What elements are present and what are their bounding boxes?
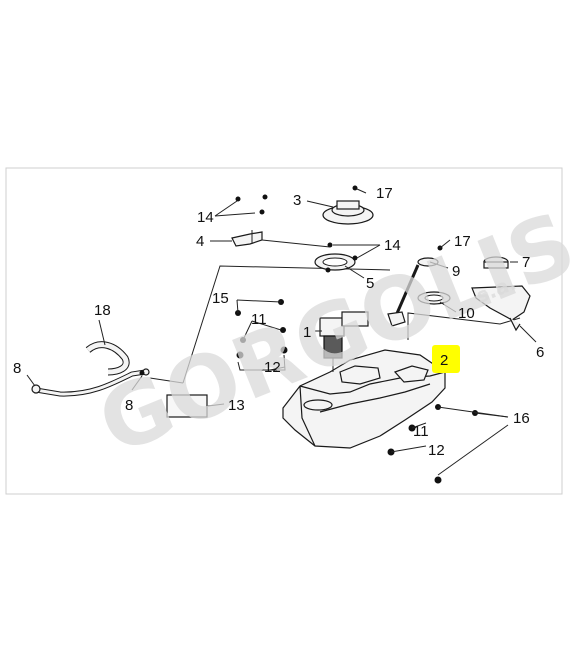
callout-10[interactable]: 10	[458, 305, 475, 322]
fuel-hose[interactable]	[85, 341, 130, 376]
callout-2[interactable]: 2	[440, 352, 448, 369]
fuel-cap[interactable]	[322, 200, 374, 225]
callout-1[interactable]: 1	[303, 324, 311, 341]
filler-cap[interactable]	[483, 256, 509, 269]
callout-16[interactable]: 17	[454, 233, 471, 250]
drain-tray[interactable]	[471, 285, 531, 332]
callout-6[interactable]: 6	[536, 344, 544, 361]
fasteners-right	[387, 404, 478, 484]
callout-14-right[interactable]: 14	[384, 237, 401, 254]
callout-14-left[interactable]: 14	[197, 209, 214, 226]
callout-9[interactable]: 9	[452, 263, 460, 280]
fuel-level-sender[interactable]	[387, 257, 439, 327]
callout-17-left[interactable]: 15	[212, 290, 229, 307]
callout-11-right[interactable]: 11	[413, 423, 429, 440]
callout-labels: 17 3 14 4 14 17 9 7 5 10 18 15 11 1 6 2 …	[13, 185, 544, 459]
callout-13[interactable]: 13	[228, 397, 245, 414]
label-plate[interactable]	[166, 394, 208, 418]
callout-8-right[interactable]: 8	[125, 397, 133, 414]
callout-12-right[interactable]: 12	[428, 442, 445, 459]
fuel-pump[interactable]	[319, 311, 369, 372]
callout-8-left[interactable]: 8	[13, 360, 21, 377]
callout-18[interactable]: 18	[94, 302, 111, 319]
fuel-tank[interactable]	[282, 349, 446, 449]
callout-2-highlight	[432, 345, 460, 373]
bracket[interactable]	[231, 230, 263, 247]
callout-4[interactable]: 4	[196, 233, 204, 250]
fuel-line[interactable]	[31, 368, 150, 397]
callout-12-left[interactable]: 12	[264, 359, 281, 376]
seal-ring[interactable]	[417, 291, 451, 305]
screws-top	[139, 185, 443, 376]
group-outline-right	[407, 312, 521, 340]
diagram-frame	[5, 167, 563, 495]
callout-11-left[interactable]: 11	[251, 311, 267, 328]
callout-3[interactable]: 3	[293, 192, 301, 209]
callout-15[interactable]: 17	[376, 185, 393, 202]
group-outline-base	[149, 377, 184, 384]
callout-17-right[interactable]: 16	[513, 410, 530, 427]
callout-5[interactable]: 5	[366, 275, 374, 292]
gasket-ring[interactable]	[314, 253, 356, 271]
callout-7[interactable]: 7	[522, 254, 530, 271]
